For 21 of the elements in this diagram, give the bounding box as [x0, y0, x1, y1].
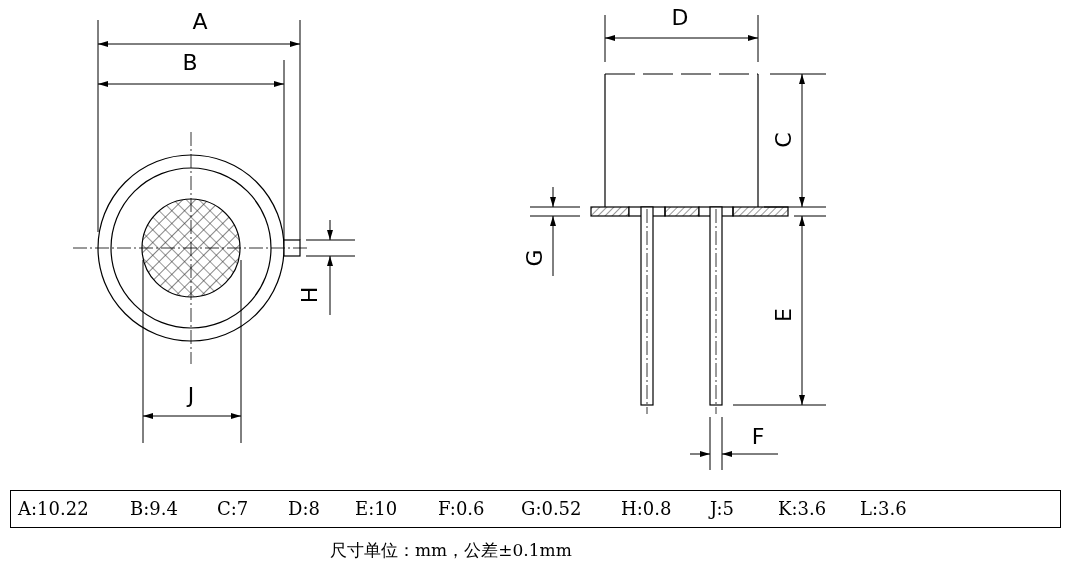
dimension-value: F:0.6 — [438, 498, 485, 520]
dimension-letter: A — [192, 11, 208, 33]
unit-note: 尺寸单位：mm，公差±0.1mm — [330, 539, 572, 561]
dimension-letter: B — [182, 52, 198, 74]
dimension-value: D:8 — [288, 498, 320, 520]
dimension-letter: C — [773, 132, 795, 148]
dimension-value: K:3.6 — [778, 498, 827, 520]
dimension-value: A:10.22 — [18, 498, 89, 520]
dimension-value: E:10 — [355, 498, 398, 520]
dimension-value: G:0.52 — [521, 498, 582, 520]
dimension-value: L:3.6 — [860, 498, 907, 520]
dimension-letter: J — [187, 385, 195, 407]
dimension-letter: G — [524, 249, 546, 267]
dimension-value: C:7 — [217, 498, 249, 520]
dimension-letter: H — [299, 286, 321, 304]
dimension-value: J:5 — [710, 498, 734, 520]
dimension-letter: F — [751, 426, 765, 448]
dimension-value: B:9.4 — [130, 498, 178, 520]
dimension-value: H:0.8 — [621, 498, 672, 520]
dimension-letter: D — [671, 7, 689, 29]
dimension-letter: E — [773, 308, 795, 322]
